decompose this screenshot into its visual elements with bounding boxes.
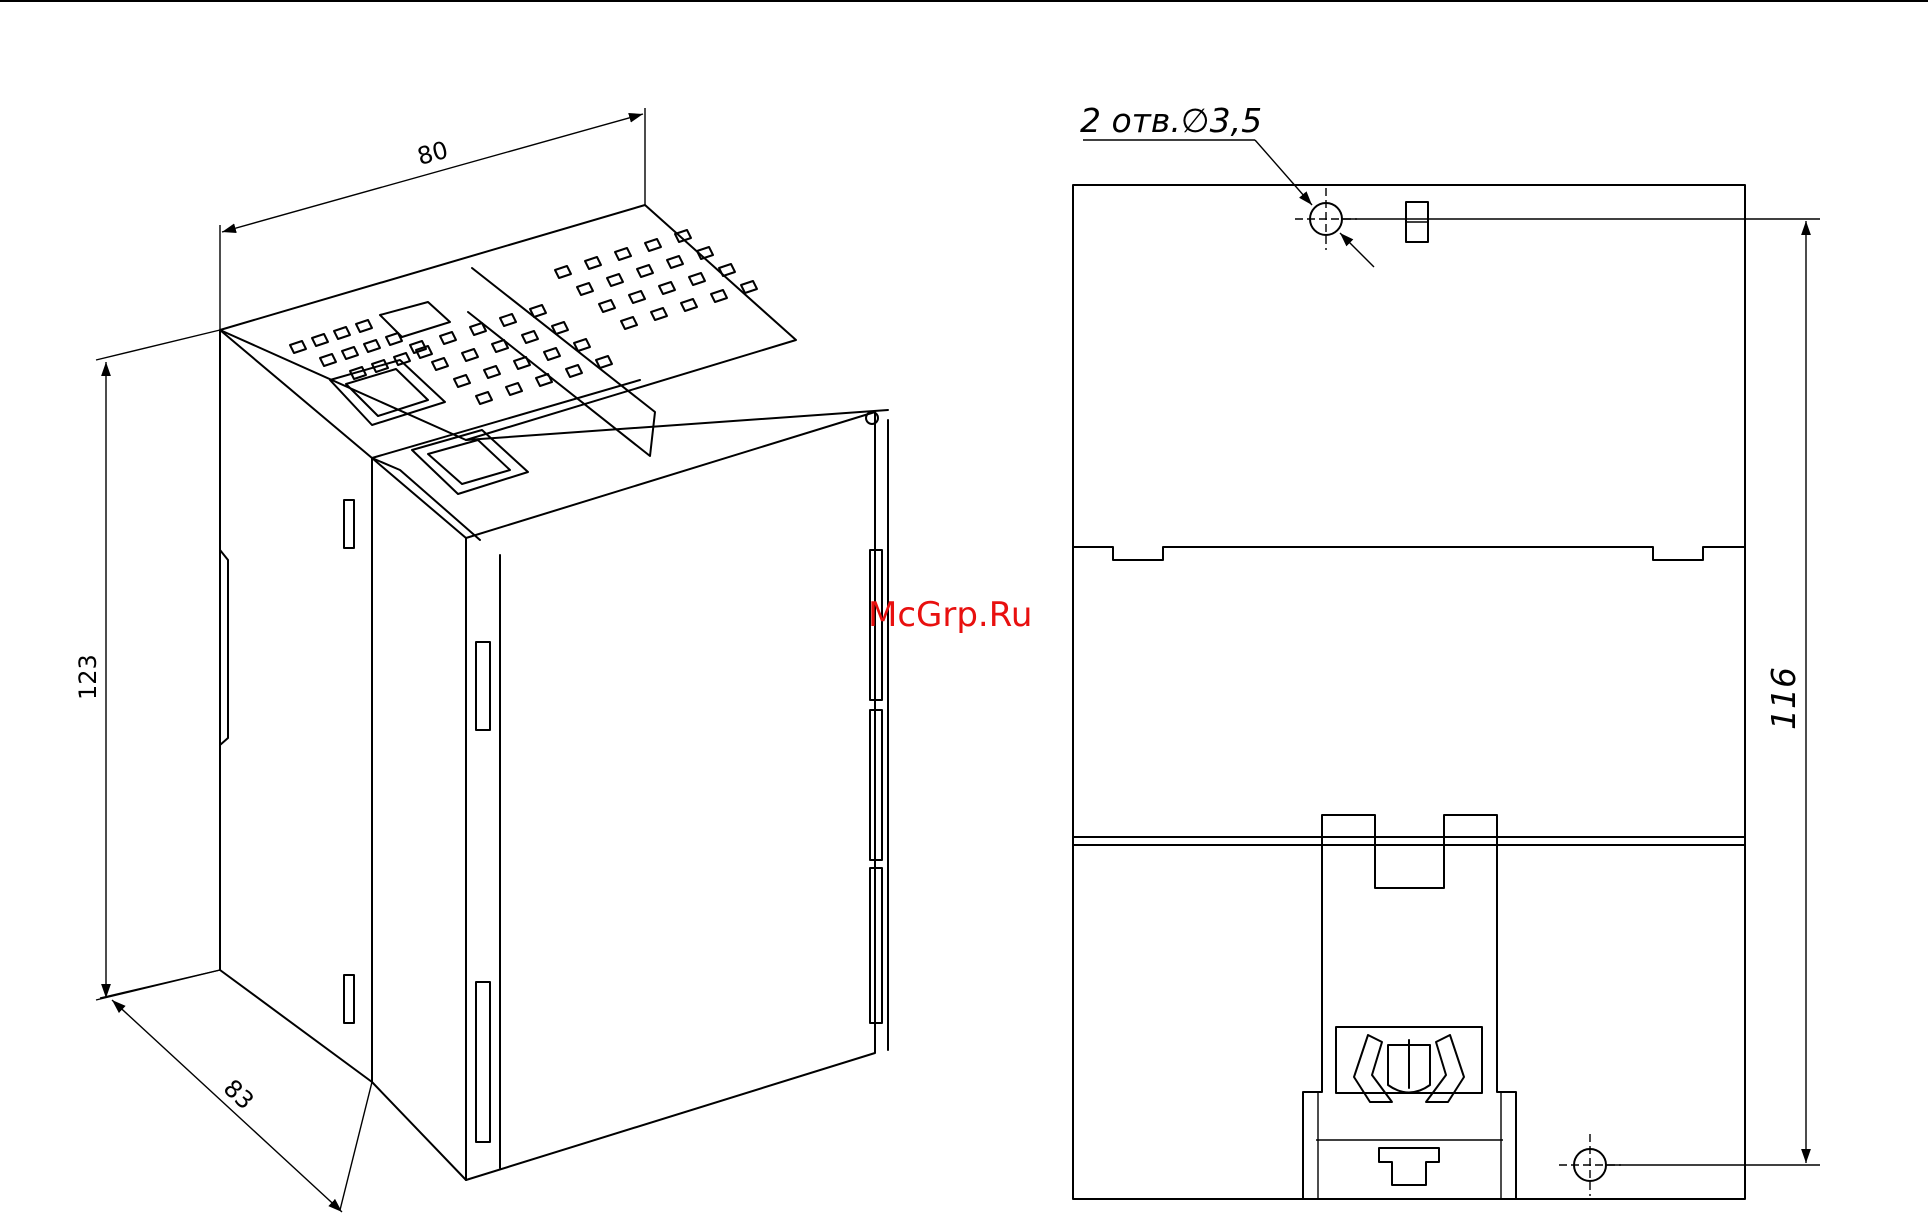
terminal-strip-left-top [476, 642, 490, 730]
vent-slot [386, 333, 402, 345]
vent-slot [432, 358, 448, 370]
back-dim-height: 116 [1342, 219, 1820, 1165]
iso-dim-width: 80 [220, 108, 645, 330]
vent-slot [544, 348, 560, 360]
vent-slot [711, 290, 727, 302]
vent-slot [566, 365, 582, 377]
iso-dim-depth: 83 [100, 970, 372, 1212]
vent-slot [552, 322, 568, 334]
top-face [220, 205, 796, 440]
front-face [466, 412, 875, 1180]
usb-port [380, 302, 450, 337]
vent-slot [659, 282, 675, 294]
vent-slot [356, 320, 372, 332]
isometric-view [220, 205, 888, 1180]
iso-height-label: 123 [74, 654, 102, 700]
vent-slot [454, 375, 470, 387]
vent-slot [667, 256, 683, 268]
vent-slot [334, 327, 350, 339]
vent-slot [596, 356, 612, 368]
vent-slot [536, 374, 552, 386]
din-clip-body [1322, 815, 1497, 888]
vent-slot [506, 383, 522, 395]
vent-slot [364, 340, 380, 352]
iso-width-label: 80 [414, 136, 451, 171]
vent-slot [615, 248, 631, 260]
hole-note-label: 2 отв.∅3,5 [1080, 101, 1262, 140]
vent-slot [675, 230, 691, 242]
din-clip-right-arm [1497, 840, 1516, 1199]
watermark: McGrp.Ru [868, 595, 1032, 635]
left-side-panel [220, 330, 372, 1082]
side-slot-upper [344, 500, 354, 548]
vent-slot [522, 331, 538, 343]
vent-slot [741, 281, 757, 293]
vent-slot [470, 323, 486, 335]
latch-tab [1379, 1148, 1439, 1185]
top-front-edge [466, 410, 888, 440]
rail-recess [220, 550, 228, 745]
vent-slot [312, 334, 328, 346]
vent-slot [394, 353, 410, 365]
vent-slot [462, 349, 478, 361]
front-bottom-edge [372, 1082, 466, 1180]
vent-slot [514, 357, 530, 369]
din-clip-left-arm [1303, 840, 1322, 1199]
terminal-strip-left-bottom [476, 982, 490, 1142]
vent-slot [476, 392, 492, 404]
iso-depth-label: 83 [218, 1074, 259, 1115]
vent-slot [637, 265, 653, 277]
front-step [372, 458, 480, 540]
vent-slot [577, 283, 593, 295]
iso-dim-height: 123 [74, 330, 220, 1000]
latch-spring-left [1354, 1035, 1392, 1102]
top-rear-step [372, 380, 640, 458]
vent-slot [629, 291, 645, 303]
vent-slot [492, 340, 508, 352]
vent-slot [689, 273, 705, 285]
vent-slot [681, 299, 697, 311]
vent-slot [440, 332, 456, 344]
latch-spring-right [1426, 1035, 1464, 1102]
back-height-label: 116 [1764, 667, 1803, 730]
upper-divider [1073, 547, 1745, 560]
vent-slot [500, 314, 516, 326]
vent-slot [645, 239, 661, 251]
vent-slot [290, 341, 306, 353]
vent-slot [585, 257, 601, 269]
vent-slot [651, 308, 667, 320]
ethernet-port-rear [330, 360, 445, 425]
vent-slot [599, 300, 615, 312]
front-edge-left [372, 458, 466, 538]
vent-slot [621, 317, 637, 329]
vent-slot [342, 347, 358, 359]
vent-slot [555, 266, 571, 278]
ventilation-slots [290, 230, 757, 404]
vent-slot [530, 305, 546, 317]
vent-slot [320, 354, 336, 366]
side-slot-lower [344, 975, 354, 1023]
vent-slot [574, 339, 590, 351]
back-view [1073, 185, 1745, 1199]
vent-slot [719, 264, 735, 276]
vent-slot [484, 366, 500, 378]
vent-slot [607, 274, 623, 286]
